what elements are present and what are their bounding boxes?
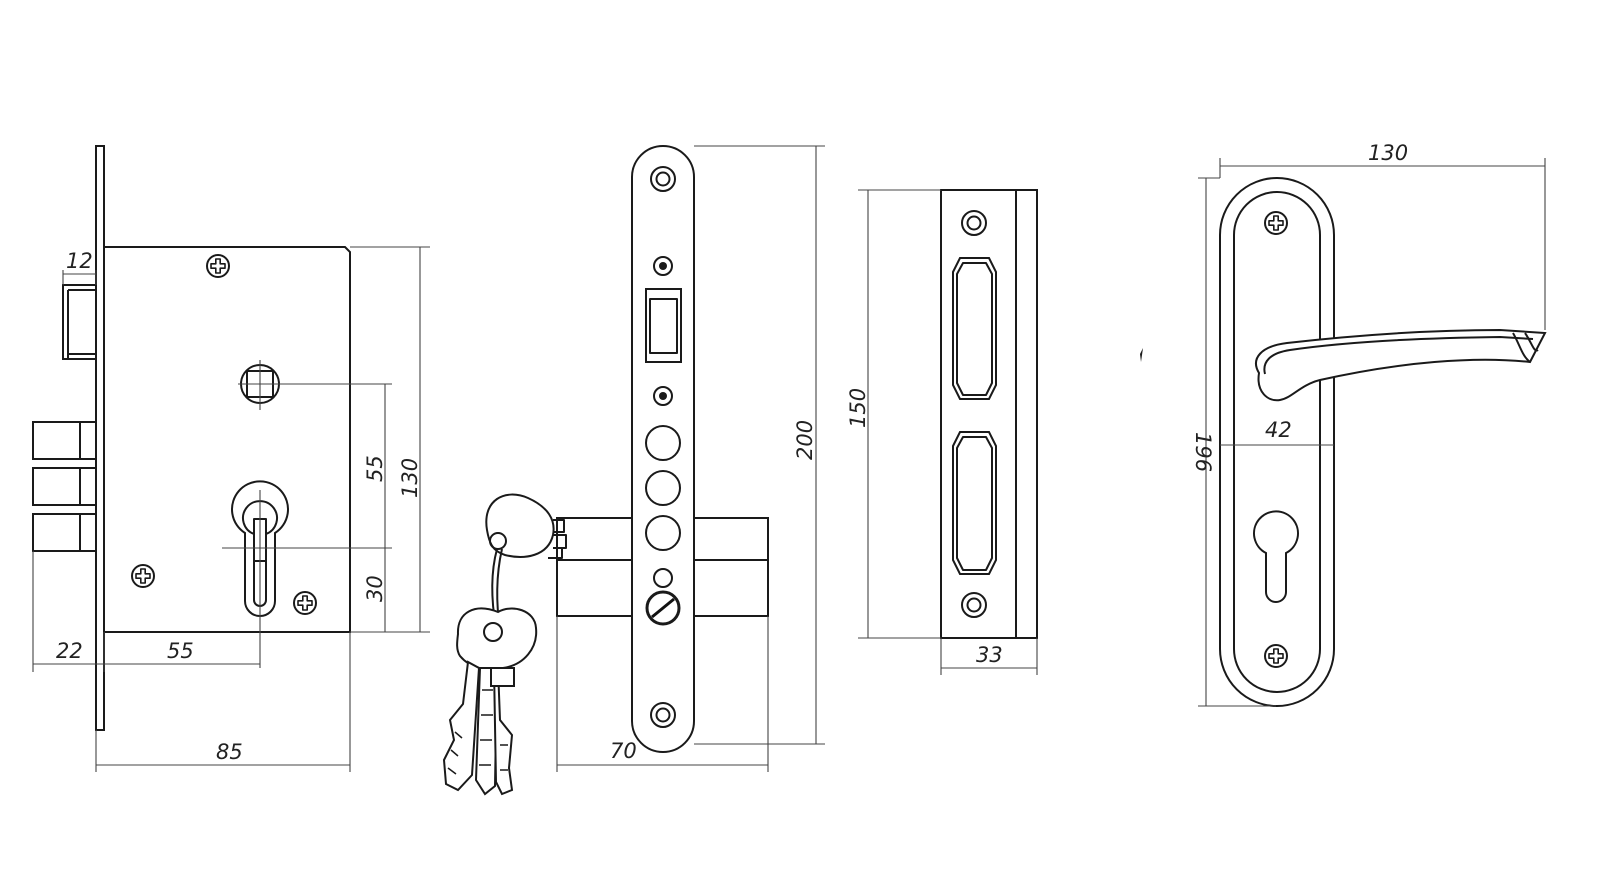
dim-bolt-projection: 22	[56, 639, 83, 663]
handle-backplate	[1219, 177, 1335, 707]
key-bow-top	[485, 493, 567, 559]
dim-faceplate-height: 200	[793, 420, 817, 460]
dim-handle-width: 130	[1368, 141, 1408, 165]
dim-strike-width: 33	[976, 643, 1003, 667]
latch-bolt	[62, 284, 97, 360]
dim-latch-width: 12	[66, 249, 93, 273]
handle-view: 130 196 42	[1191, 141, 1547, 707]
key-bunch	[442, 607, 538, 796]
dim-plate-width: 42	[1265, 418, 1292, 442]
dead-bolts	[32, 421, 97, 552]
strike-plate-view: 150 33	[846, 189, 1038, 675]
handle-keyhole	[1253, 510, 1299, 603]
strike-slot-upper	[952, 257, 997, 400]
dim-body-height: 130	[398, 458, 422, 498]
lock-case	[103, 246, 351, 633]
dim-backset: 55	[167, 639, 194, 663]
dim-cylinder-length: 70	[610, 739, 637, 763]
dim-cylinder-to-bottom: 30	[363, 575, 387, 602]
lock-body-view: 12 130 55 30 22 55 85	[32, 145, 430, 772]
forend-plate	[95, 145, 105, 731]
strike-slot-lower	[952, 431, 997, 575]
dim-strike-height: 150	[846, 388, 870, 428]
dim-body-depth: 85	[216, 740, 243, 764]
adjust-screw	[645, 590, 681, 626]
dim-handle-height: 196	[1191, 432, 1215, 472]
stray-mark	[1140, 348, 1143, 362]
dim-spindle-to-cylinder: 55	[363, 455, 387, 482]
faceplate-view: 200 70	[442, 145, 825, 796]
handle-lever	[1255, 328, 1547, 402]
latch-window	[645, 288, 682, 363]
